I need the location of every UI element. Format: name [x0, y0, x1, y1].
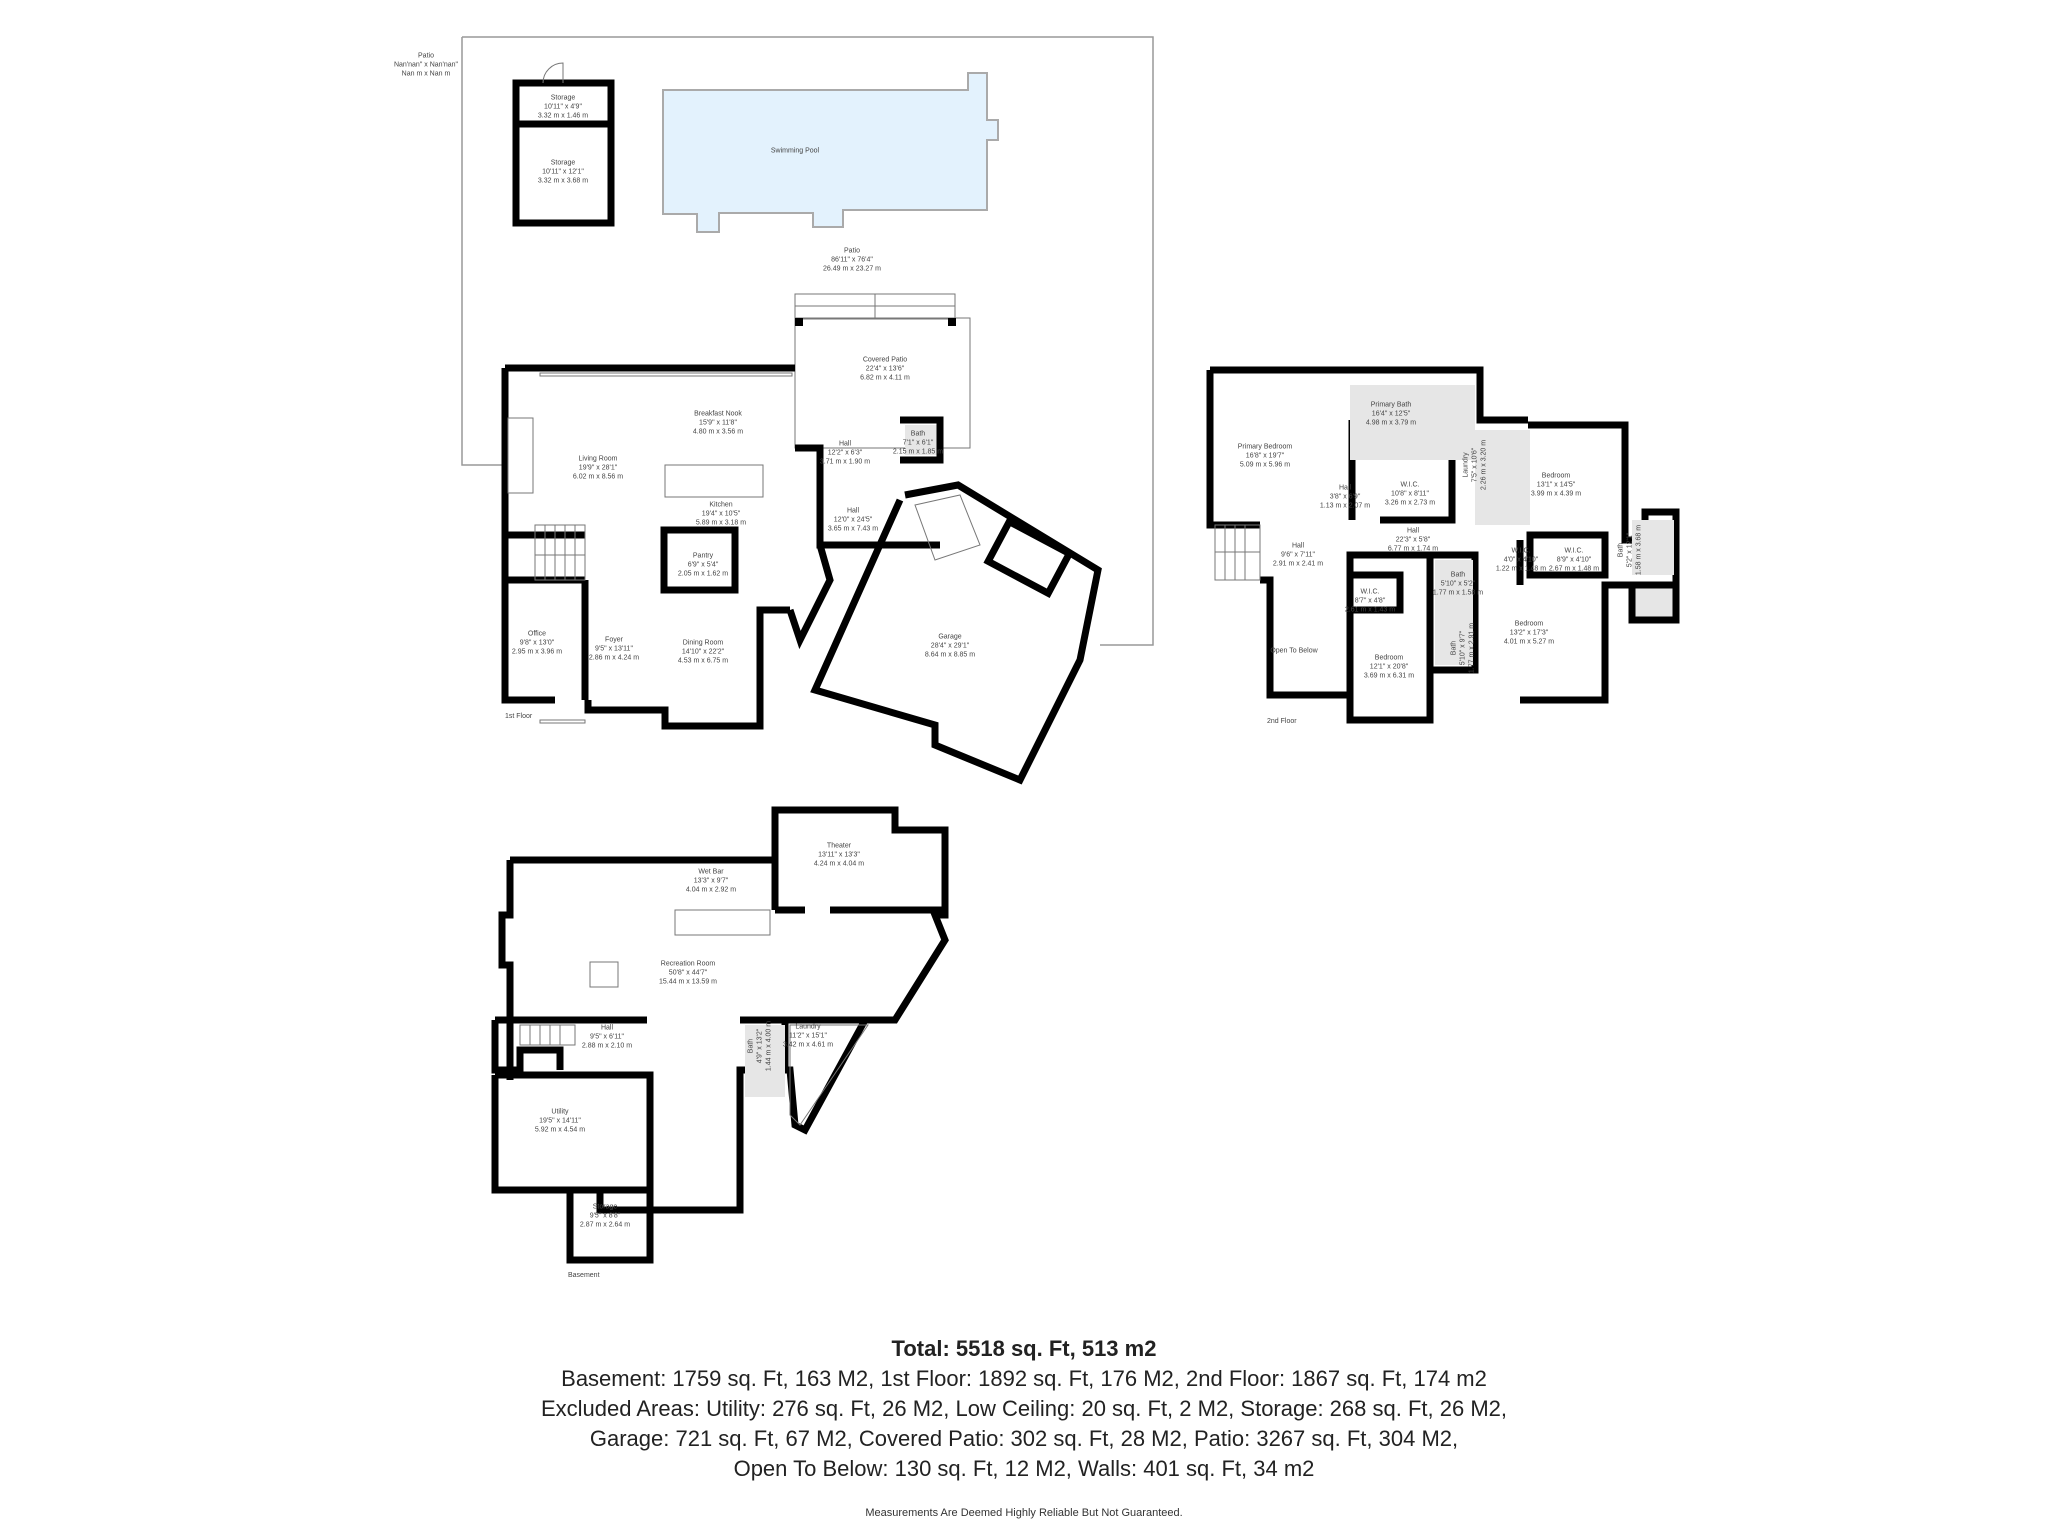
- room-label-primary-bedroom: Primary Bedroom 16'8" x 19'7" 5.09 m x 5…: [1237, 443, 1293, 469]
- room-label-recreation-room: Recreation Room 50'8" x 44'7" 15.44 m x …: [659, 960, 717, 986]
- room-label-hall-2f-long: Hall 22'3" x 5'8" 6.77 m x 1.74 m: [1387, 527, 1439, 553]
- room-label-utility: Utility 19'5" x 14'11" 5.92 m x 4.54 m: [534, 1108, 586, 1134]
- swimming-pool: [662, 72, 999, 233]
- room-label-pantry: Pantry 6'9" x 5'4" 2.05 m x 1.62 m: [677, 552, 729, 578]
- storage-shed: [512, 62, 615, 227]
- garage-walls: [810, 481, 1102, 785]
- room-label-hall-2f-stair: Hall 9'6" x 7'11" 2.91 m x 2.41 m: [1272, 542, 1324, 568]
- room-label-laundry-2f: Laundry 7'5" x 10'6" 2.26 m x 3.20 m: [1462, 439, 1488, 491]
- room-label-primary-bath: Primary Bath 16'4" x 12'5" 4.98 m x 3.79…: [1365, 401, 1417, 427]
- room-label-patio-nan: Patio Nan'nan" x Nan'nan" Nan m x Nan m: [393, 52, 459, 78]
- floor-label-2nd: 2nd Floor: [1267, 718, 1297, 725]
- disclaimer: Measurements Are Deemed Highly Reliable …: [865, 1507, 1183, 1519]
- excluded-areas-line-1: Excluded Areas: Utility: 276 sq. Ft, 26 …: [540, 1396, 1507, 1421]
- room-label-hall-1: Hall 12'2" x 6'3" 3.71 m x 1.90 m: [819, 440, 871, 466]
- room-label-wic-small: W.I.C. 4'0" x 4'10" 1.22 m x 1.48 m: [1495, 547, 1547, 573]
- room-label-bedroom-ne: Bedroom 13'1" x 14'5" 3.99 m x 4.39 m: [1530, 472, 1582, 498]
- room-label-wic-primary: W.I.C. 10'8" x 8'11" 3.26 m x 2.73 m: [1384, 481, 1436, 507]
- room-label-swimming-pool: Swimming Pool: [770, 147, 820, 155]
- room-label-bath-basement: Bath 4'9" x 13'2" 1.44 m x 4.00 m: [747, 1020, 773, 1072]
- room-label-wic-bedroom: W.I.C. 8'7" x 4'8" 2.61 m x 1.43 m: [1344, 588, 1396, 614]
- room-label-open-to-below: Open To Below: [1270, 647, 1318, 655]
- room-label-covered-patio: Covered Patio 22'4" x 13'6" 6.82 m x 4.1…: [860, 356, 910, 382]
- room-label-office: Office 9'8" x 13'0" 2.95 m x 3.96 m: [511, 630, 563, 656]
- room-label-foyer: Foyer 9'5" x 13'11" 2.86 m x 4.24 m: [588, 636, 640, 662]
- room-label-laundry-basement: Laundry 11'2" x 15'1" 3.42 m x 4.61 m: [782, 1023, 834, 1049]
- covered-patio: [794, 293, 971, 449]
- room-label-kitchen: Kitchen 19'4" x 10'5" 5.89 m x 3.18 m: [695, 501, 747, 527]
- room-label-bath-ne: Bath 5'2" x 12'1" 1.58 m x 3.68 m: [1617, 524, 1643, 576]
- patio-boundary: [461, 36, 1154, 646]
- room-label-garage: Garage 28'4" x 29'1" 8.64 m x 8.85 m: [924, 633, 976, 659]
- room-label-hall-2: Hall 12'0" x 24'5" 3.65 m x 7.43 m: [827, 507, 879, 533]
- second-floor-walls: [1206, 366, 1680, 724]
- room-label-bath-2f-lower: Bath 5'10" x 9'7" 1.77 m x 2.91 m: [1450, 622, 1476, 674]
- room-label-storage-small: Storage 10'11" x 4'9" 3.32 m x 1.46 m: [537, 94, 589, 120]
- room-label-dining-room: Dining Room 14'10" x 22'2" 4.53 m x 6.75…: [677, 639, 729, 665]
- room-label-wic-ne: W.I.C. 8'9" x 4'10" 2.67 m x 1.48 m: [1548, 547, 1600, 573]
- room-label-breakfast-nook: Breakfast Nook 15'9" x 11'8" 4.80 m x 3.…: [692, 410, 744, 436]
- total-area: Total: 5518 sq. Ft, 513 m2: [891, 1336, 1157, 1361]
- room-label-hall-2f-small: Hall 3'8" x 6'9" 1.13 m x 2.07 m: [1319, 484, 1371, 510]
- room-label-wet-bar: Wet Bar 13'3" x 9'7" 4.04 m x 2.92 m: [685, 868, 737, 894]
- excluded-areas-line-2: Garage: 721 sq. Ft, 67 M2, Covered Patio…: [589, 1426, 1459, 1451]
- room-label-theater: Theater 13'11" x 13'3" 4.24 m x 4.04 m: [813, 842, 865, 868]
- room-label-storage-large: Storage 10'11" x 12'1" 3.32 m x 3.68 m: [537, 159, 589, 185]
- floor-label-1st: 1st Floor: [505, 713, 533, 720]
- room-label-bath-1: Bath 7'1" x 6'1" 2.15 m x 1.85 m: [892, 430, 944, 456]
- room-label-storage-basement: Storage 9'5" x 8'8" 2.87 m x 2.64 m: [579, 1203, 631, 1229]
- room-label-patio: Patio 86'11" x 76'4" 26.49 m x 23.27 m: [823, 247, 881, 273]
- basement-walls: [491, 806, 949, 1264]
- room-label-living-room: Living Room 19'9" x 28'1" 6.02 m x 8.56 …: [572, 455, 624, 481]
- room-label-bath-2f-upper: Bath 5'10" x 5'2" 1.77 m x 1.58 m: [1432, 571, 1484, 597]
- room-label-hall-basement: Hall 9'5" x 6'11" 2.88 m x 2.10 m: [581, 1024, 633, 1050]
- room-label-bedroom-se: Bedroom 13'2" x 17'3" 4.01 m x 5.27 m: [1503, 620, 1555, 646]
- area-breakdown-floors: Basement: 1759 sq. Ft, 163 M2, 1st Floor…: [561, 1366, 1487, 1391]
- floor-label-basement: Basement: [568, 1272, 600, 1279]
- room-label-bedroom-south: Bedroom 12'1" x 20'8" 3.69 m x 6.31 m: [1363, 654, 1415, 680]
- excluded-areas-line-3: Open To Below: 130 sq. Ft, 12 M2, Walls:…: [733, 1456, 1315, 1481]
